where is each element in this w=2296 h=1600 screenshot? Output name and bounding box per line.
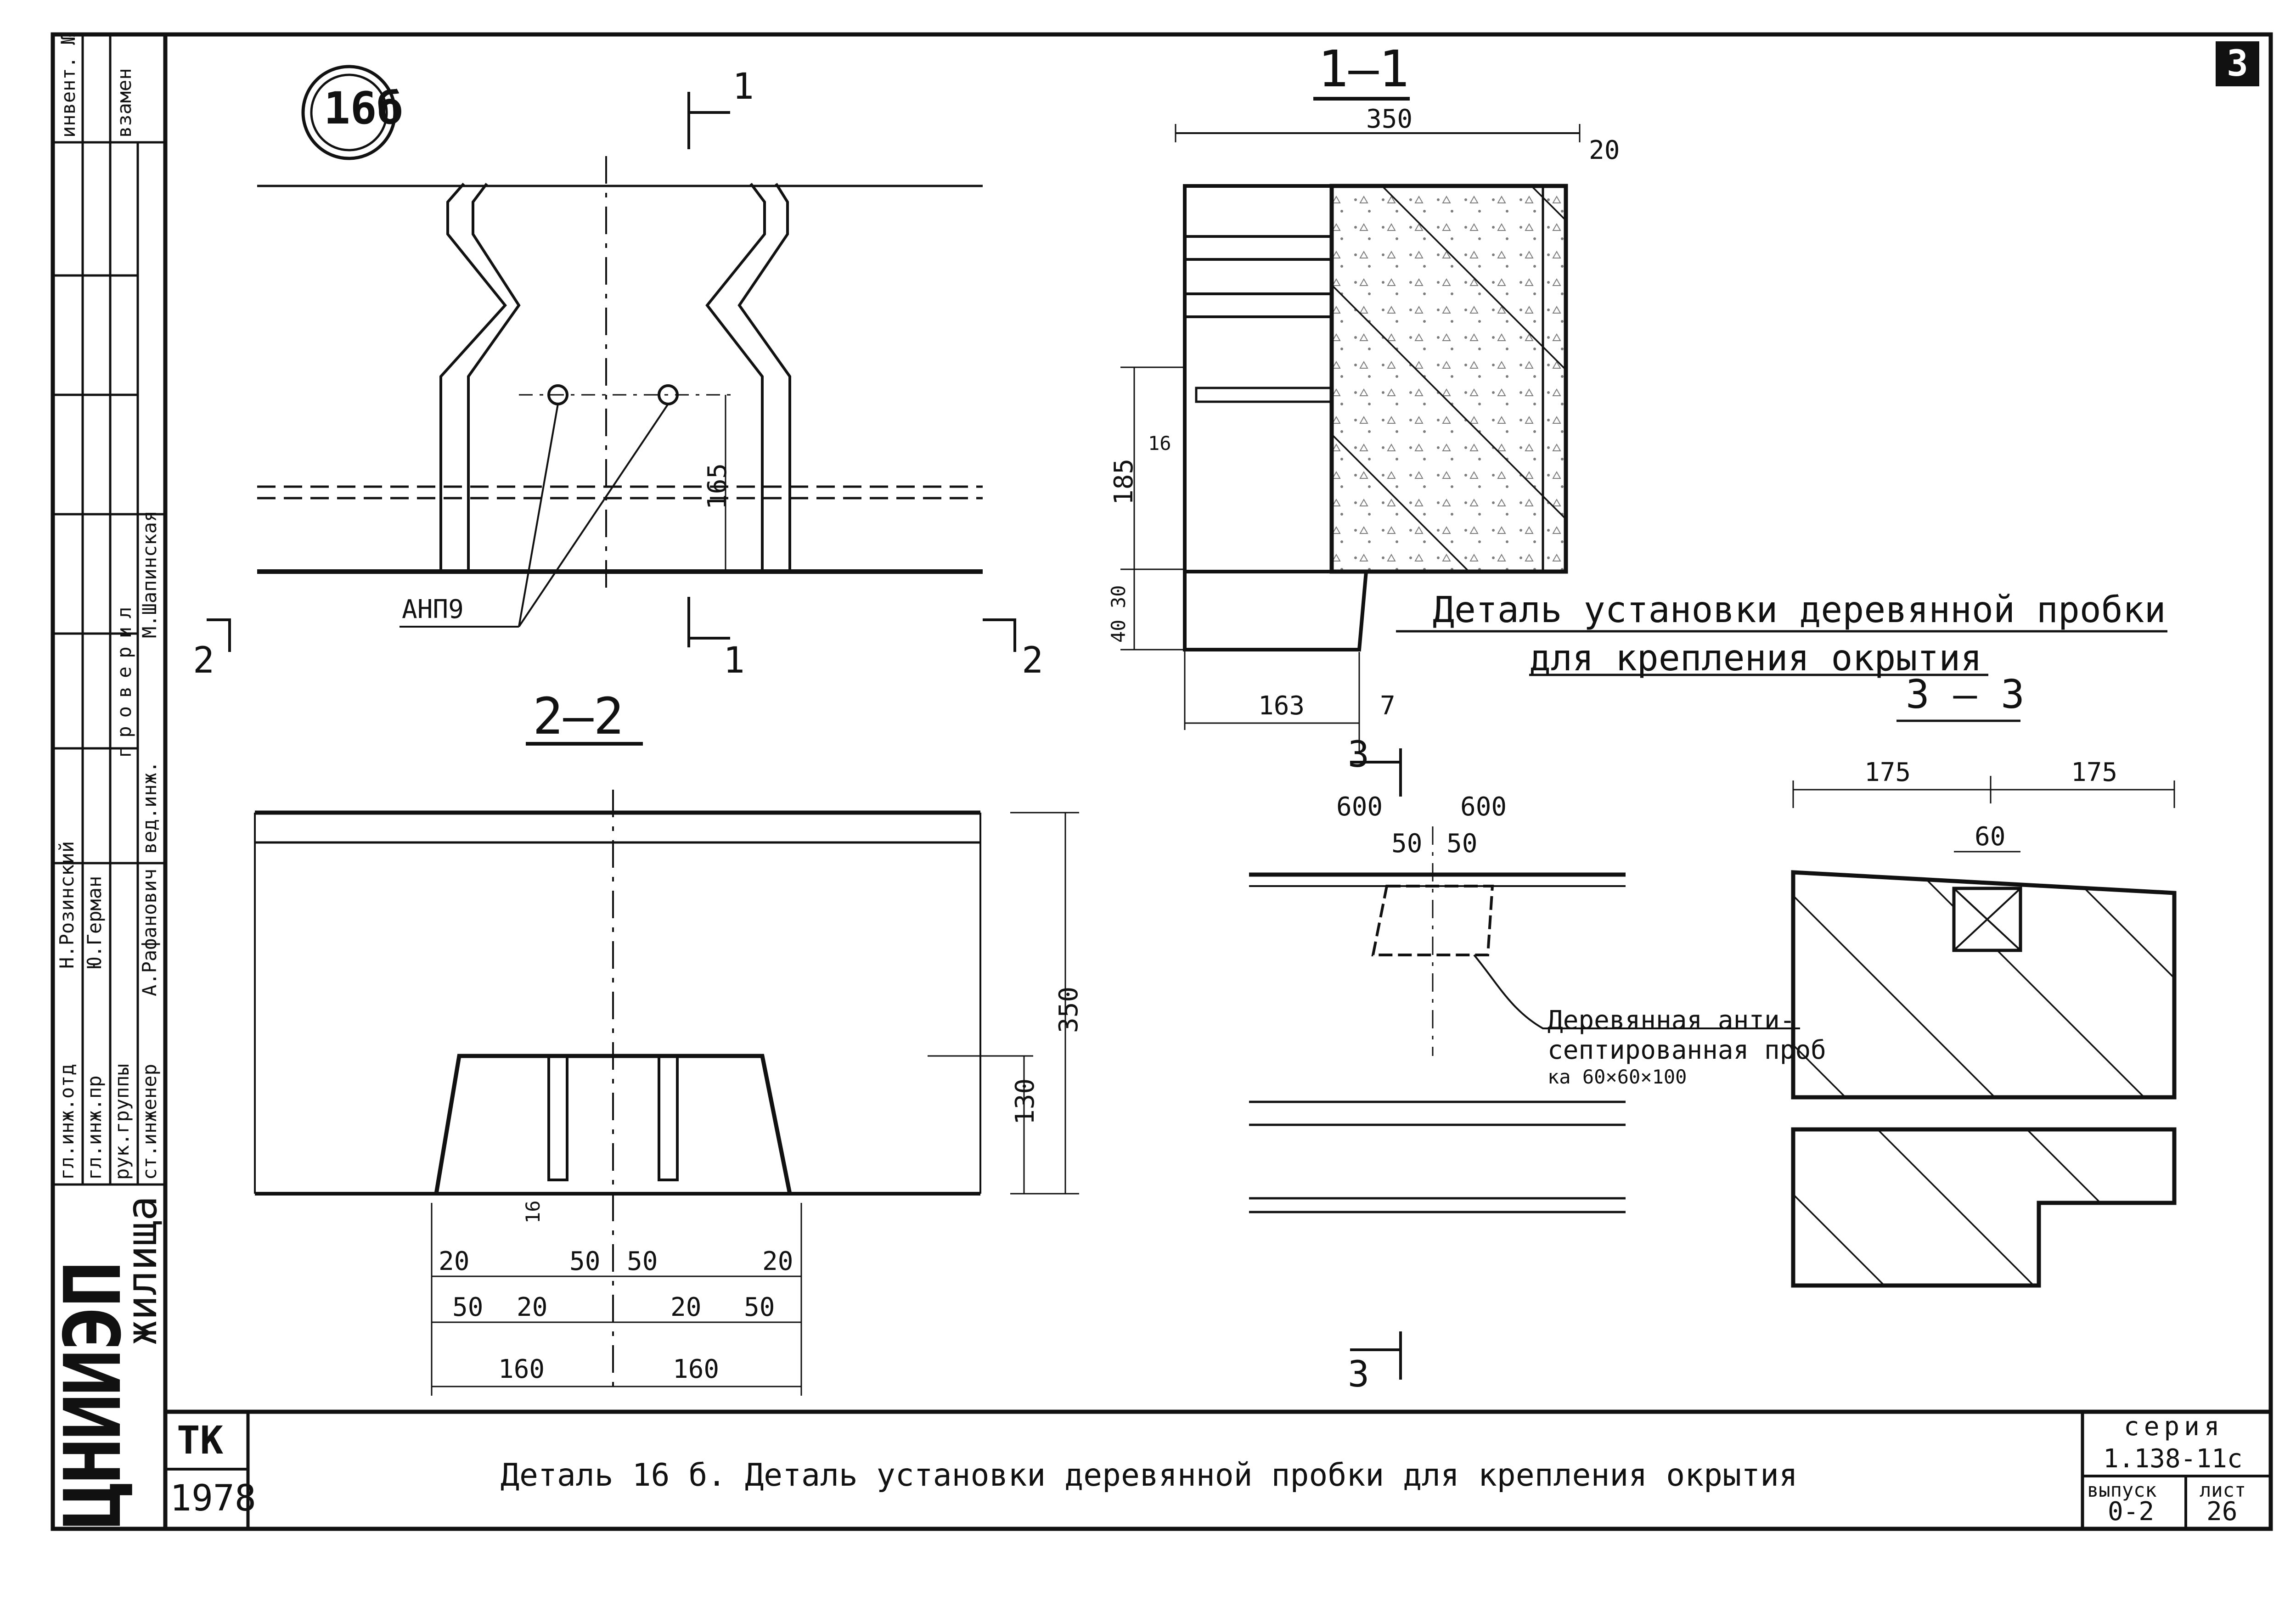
org-name: жилища [118, 1196, 166, 1345]
stamp-checked: проверил [113, 598, 135, 758]
s11-dim-20: 20 [1589, 135, 1620, 165]
s22-dim-row1-c: 50 [627, 1246, 658, 1276]
s11-dim-7: 7 [1380, 691, 1396, 721]
detail-3-3 [1396, 630, 2177, 1288]
s33-cut-top: 3 [1348, 734, 1369, 775]
s11-dim-185: 185 [1109, 458, 1139, 505]
series-value: 1.138-11с [2103, 1444, 2243, 1474]
s22-dim-row3-b: 160 [673, 1354, 720, 1384]
s33-dim-600-left: 600 [1336, 792, 1383, 822]
detail-badge: 16б [324, 83, 404, 134]
section-1-1 [1120, 97, 1581, 753]
drawing-title: Деталь 16 б. Деталь установки деревянной… [501, 1457, 1798, 1493]
s33-dim-600-right: 600 [1460, 792, 1507, 822]
plug-note-line-3: ка 60×60×100 [1548, 1066, 1687, 1088]
plan-cut-label-top: 1 [732, 66, 754, 107]
s11-dim-16: 16 [1148, 432, 1171, 455]
s11-dim-30: 30 [1107, 585, 1130, 608]
stamp-replaces: взамен [113, 68, 135, 138]
sheet-value: 26 [2206, 1497, 2238, 1527]
title-block-year: 1978 [170, 1478, 256, 1519]
plug-note-line-2: септированная проб [1548, 1035, 1826, 1065]
stamp-extra-name: М.Шапинская [138, 510, 161, 638]
plug-note-line-1: Деревянная анти- [1548, 1005, 1795, 1035]
section-1-1-title: 1—1 [1318, 39, 1409, 98]
stamp-role-2: гл.инж.пр [83, 1075, 106, 1180]
s33-dim-50-left: 50 [1391, 829, 1423, 859]
issue-value: 0-2 [2108, 1497, 2155, 1527]
s22-dim-row2-c: 20 [670, 1292, 702, 1322]
sheet-frame [51, 32, 2273, 1531]
s11-dim-40: 40 [1107, 619, 1130, 643]
s11-dim-350: 350 [1366, 104, 1413, 134]
plan-callout-anp9: АНП9 [402, 595, 464, 624]
stamp-name-4: А.Рафанович [138, 868, 161, 996]
plan-cut-label-right: 2 [1022, 640, 1043, 681]
stamp-extra-role: вед.инж. [138, 761, 161, 854]
stamp-name-1: Н.Розинский [56, 841, 78, 969]
plan-cut-label-bottom: 1 [723, 640, 745, 681]
section-2-2-title: 2—2 [533, 687, 624, 746]
stamp-role-3: рук.группы [111, 1064, 133, 1180]
detail-title-line-2: для крепления окрытия [1529, 638, 1982, 679]
s22-dim-16: 16 [522, 1200, 544, 1224]
detail-section-label: 3 — 3 [1906, 672, 2025, 718]
stamp-role-4: ст.инженер [138, 1064, 161, 1180]
s22-dim-row1-a: 20 [439, 1246, 470, 1276]
plan-view [207, 65, 1016, 652]
series-label: серия [2124, 1412, 2224, 1442]
plan-dim-165: 165 [703, 463, 732, 510]
stamp-name-2: Ю.Герман [83, 876, 106, 969]
detail-dim-175-left: 175 [1864, 758, 1911, 787]
s33-cut-bottom: 3 [1348, 1354, 1369, 1395]
title-block-code: ТК [177, 1418, 224, 1463]
sheet-corner-number: 3 [2216, 41, 2259, 86]
s22-dim-row1-d: 20 [762, 1246, 793, 1276]
s11-dim-163: 163 [1258, 691, 1305, 721]
s22-dim-row2-d: 50 [744, 1292, 775, 1322]
issue-label: выпуск [2087, 1479, 2157, 1501]
sheet-label: лист [2200, 1479, 2246, 1501]
stamp-inventory: инвент. № [57, 33, 79, 138]
side-stamp-grid [53, 34, 165, 1186]
s22-dim-row3-a: 160 [498, 1354, 545, 1384]
plan-cut-label-left: 2 [193, 640, 214, 681]
detail-title-line-1: Деталь установки деревянной пробки [1433, 589, 2166, 631]
s22-dim-130: 130 [1010, 1078, 1040, 1125]
detail-dim-175-right: 175 [2071, 758, 2118, 787]
s22-dim-row2-b: 20 [517, 1292, 548, 1322]
s22-dim-row1-b: 50 [569, 1246, 601, 1276]
section-2-2 [254, 742, 1079, 1396]
stamp-role-1: гл.инж.отд [56, 1064, 78, 1180]
s22-dim-350: 350 [1054, 986, 1084, 1033]
s33-dim-50-right: 50 [1446, 829, 1478, 859]
detail-dim-60: 60 [1975, 822, 2006, 852]
section-3-3 [1249, 748, 1800, 1380]
s22-dim-row2-a: 50 [452, 1292, 484, 1322]
